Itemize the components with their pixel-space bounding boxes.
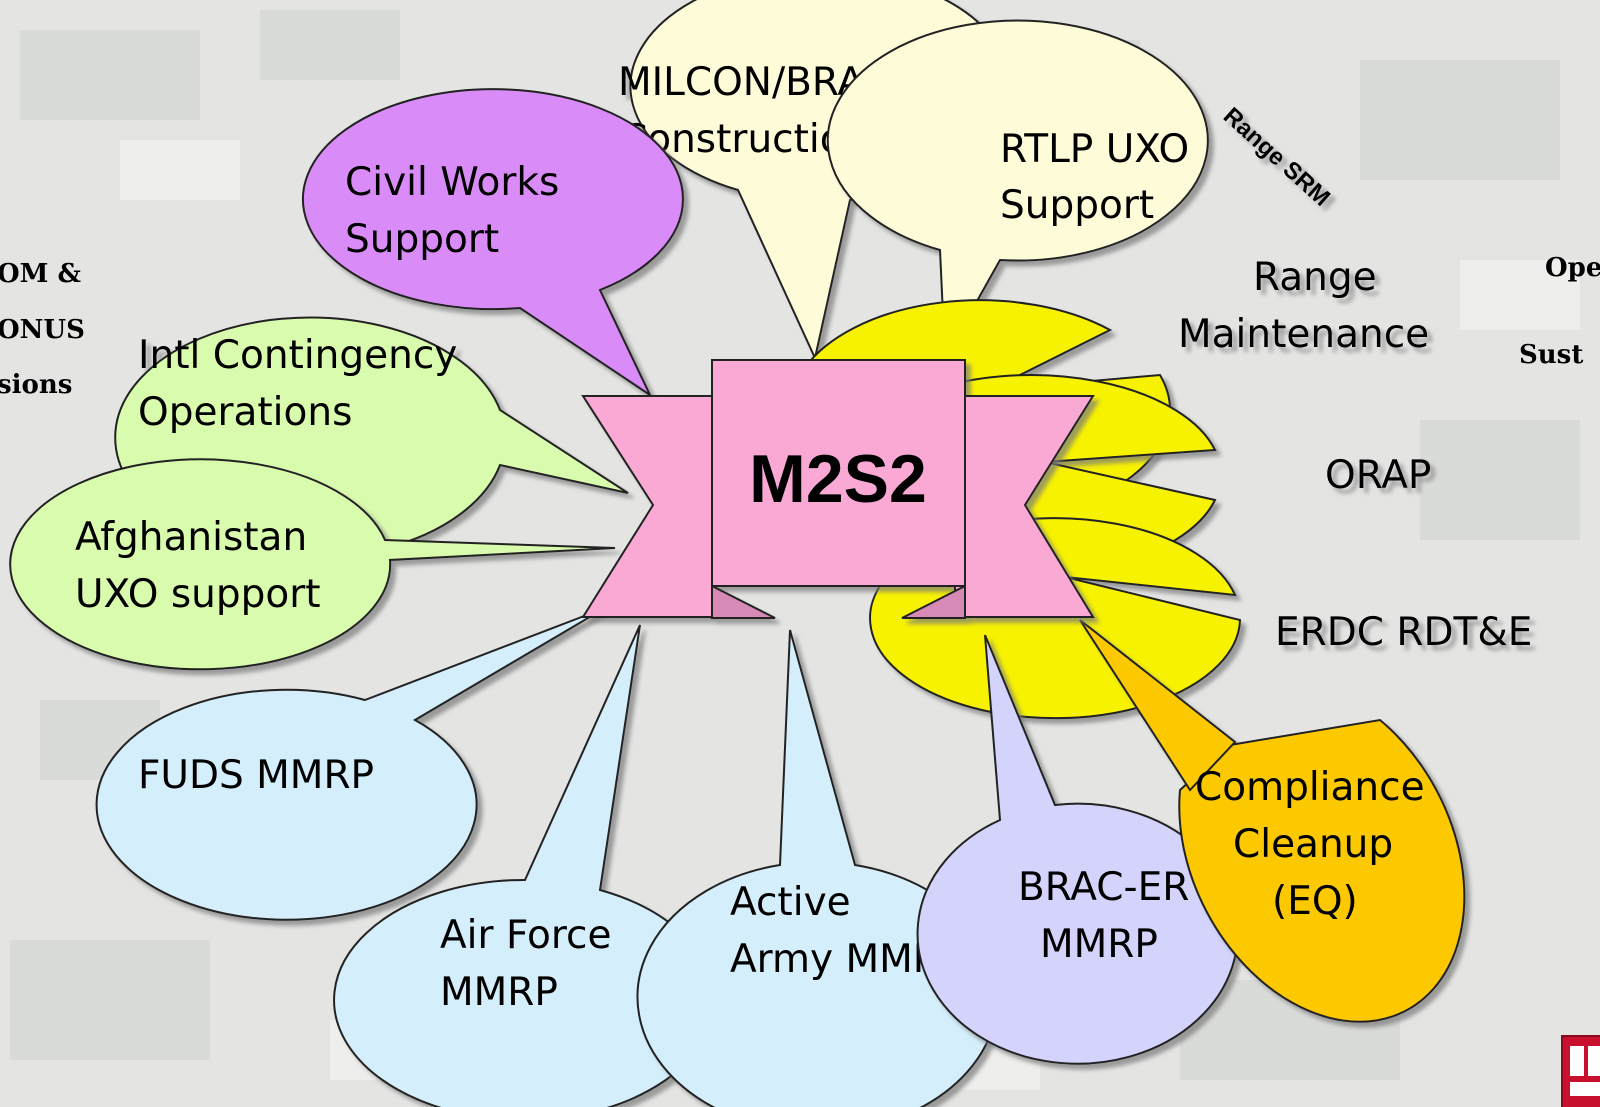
bubble-civil-works-support-line-2: Support xyxy=(345,217,499,262)
bubble-civil-works-support-shape xyxy=(302,88,684,398)
bubble-rtlp-uxo-support-line-1: RTLP UXO xyxy=(1000,127,1189,172)
bubble-compliance-cleanup-eq-line-3: (EQ) xyxy=(1272,879,1358,924)
castle-logo xyxy=(1561,1035,1600,1107)
bubble-erdc-rdte-line-1: ERDC RDT&E xyxy=(1275,610,1532,655)
bubble-active-army-mmrp-line-1: Active xyxy=(730,880,851,925)
side-left-line-2: ONUS xyxy=(0,315,85,345)
side-left-line-1: OM & xyxy=(0,259,81,289)
side-left-line-3: sions xyxy=(0,370,72,400)
center-label: M2S2 xyxy=(749,441,927,517)
banner-right-fold xyxy=(901,584,966,619)
bubble-brac-er-mmrp-line-2: MMRP xyxy=(1040,922,1158,967)
bubble-air-force-mmrp-line-1: Air Force xyxy=(440,913,611,958)
bubble-rtlp-uxo-support: RTLP UXO Support Range SRM xyxy=(826,19,1335,362)
bubble-intl-contingency-operations-line-1: Intl Contingency xyxy=(138,333,457,378)
side-text-right: Ope Sust xyxy=(1519,253,1600,370)
bubble-range-maintenance-line-2: Maintenance xyxy=(1178,312,1429,357)
bubble-range-maintenance-line-1: Range xyxy=(1253,255,1377,300)
bubble-compliance-cleanup-eq-shape xyxy=(1178,718,1466,1023)
banner-left-fold xyxy=(711,584,776,619)
bubble-fuds-mmrp-line-1: FUDS MMRP xyxy=(138,753,374,798)
bubble-civil-works-support: Civil Works Support xyxy=(302,88,684,398)
bubble-air-force-mmrp: Air Force MMRP xyxy=(333,624,716,1107)
side-text-left: OM & ONUS sions xyxy=(0,259,85,400)
bubble-fuds-mmrp-shape xyxy=(95,607,606,921)
range-srm-arc-label: Range SRM xyxy=(1218,102,1335,211)
bubble-brac-er-mmrp-line-1: BRAC-ER xyxy=(1018,865,1189,910)
bubble-afghanistan-uxo-support-shape xyxy=(9,458,616,671)
bubble-compliance-cleanup-eq-line-1: Compliance xyxy=(1195,765,1425,810)
bubble-civil-works-support-line-1: Civil Works xyxy=(345,160,559,205)
banner-left-ribbon xyxy=(581,395,716,618)
bubble-fuds-mmrp: FUDS MMRP xyxy=(95,607,606,921)
bubble-compliance-cleanup-eq-pointer xyxy=(1079,619,1237,792)
bubble-compliance-cleanup-eq-line-2: Cleanup xyxy=(1233,822,1393,867)
bubble-intl-contingency-operations-line-2: Operations xyxy=(138,390,352,435)
bubble-compliance-cleanup-eq: Compliance Cleanup (EQ) xyxy=(1079,619,1466,1023)
center-banner: M2S2 xyxy=(581,359,1095,619)
side-right-line-2: Sust xyxy=(1519,340,1583,370)
bubble-afghanistan-uxo-support-line-2: UXO support xyxy=(75,572,321,617)
bubble-rtlp-uxo-support-shape xyxy=(826,19,1209,362)
side-right-line-1: Ope xyxy=(1545,253,1600,283)
bubble-rtlp-uxo-support-line-2: Support xyxy=(1000,183,1154,228)
bubble-orap-line-1: ORAP xyxy=(1325,453,1431,498)
bubble-air-force-mmrp-line-2: MMRP xyxy=(440,970,558,1015)
banner-center-panel xyxy=(711,359,966,587)
bubble-afghanistan-uxo-support: Afghanistan UXO support xyxy=(9,458,616,671)
bubble-afghanistan-uxo-support-line-1: Afghanistan xyxy=(75,515,307,560)
